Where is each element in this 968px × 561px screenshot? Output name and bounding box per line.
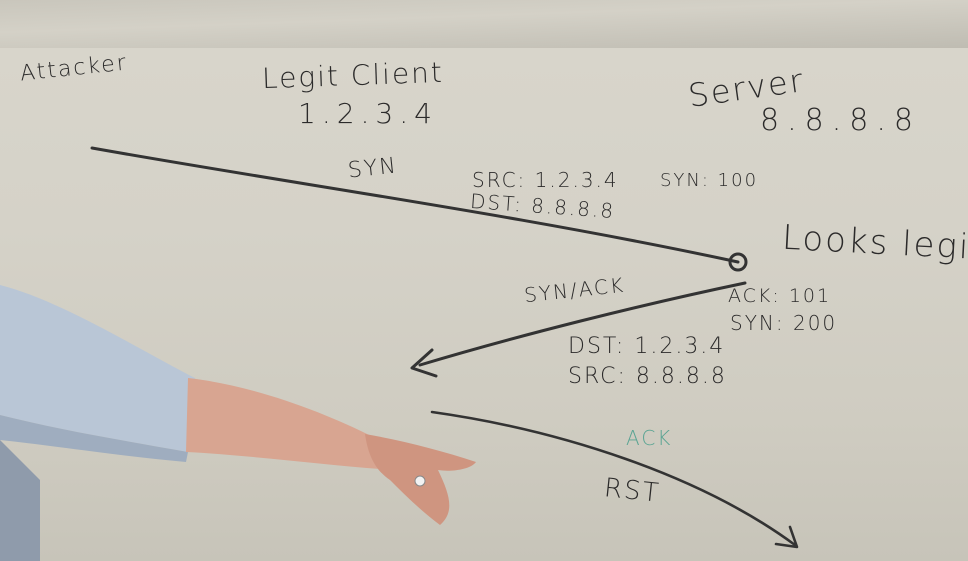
rst-arrowhead: [774, 525, 799, 549]
server-ip-label: 8.8.8.8: [760, 103, 921, 138]
syn-seq2-label: SYN: 200: [730, 311, 838, 335]
ack-label: ACK: [626, 426, 673, 450]
marker-cap: [414, 475, 426, 487]
syn-seq-label: SYN: 100: [660, 170, 759, 191]
synack-src-label: SRC: 8.8.8.8: [568, 364, 727, 389]
client-ip-label: 1.2.3.4: [298, 97, 438, 130]
sleeve-shadow: [0, 415, 188, 462]
looks-legit-label: Looks legit: [781, 217, 968, 269]
syn-arrowhead-circle: [728, 252, 748, 272]
synack-arrowhead: [410, 348, 438, 378]
rst-arrow: [430, 410, 797, 547]
whiteboard-top-frame: [0, 0, 968, 48]
legit-client-label: Legit Client: [261, 55, 445, 96]
ack-num-label: ACK: 101: [728, 285, 832, 307]
synack-dst-label: DST: 1.2.3.4: [568, 334, 726, 359]
syn-label: SYN: [346, 153, 399, 184]
presenter-arm: [0, 285, 476, 561]
synack-arrow: [418, 281, 747, 367]
body-shadow: [0, 440, 40, 561]
forearm: [186, 378, 395, 470]
rst-label: RST: [602, 473, 662, 509]
sleeve: [0, 285, 195, 452]
syn-arrow: [90, 146, 740, 264]
syn-src-label: SRC: 1.2.3.4: [472, 168, 619, 192]
